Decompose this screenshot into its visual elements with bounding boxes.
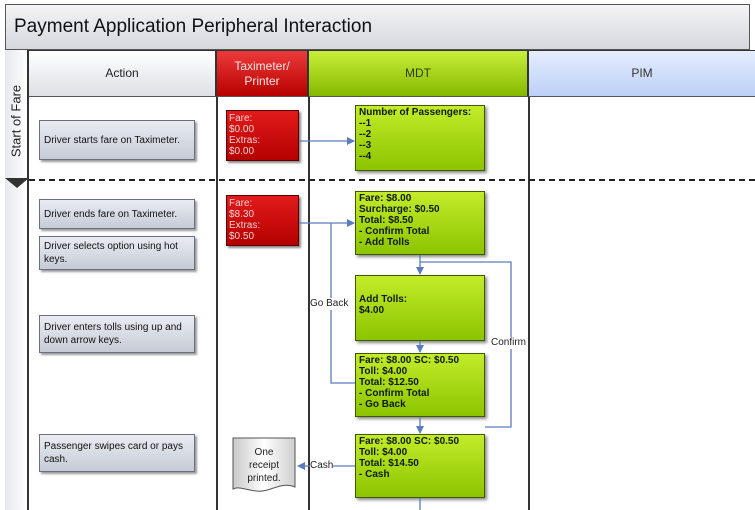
- mdt-line: Add Tolls:: [359, 294, 408, 305]
- phase-strip: [5, 50, 29, 510]
- taximeter-display: Fare: $0.00 Extras: $0.00: [226, 110, 299, 161]
- mdt-line: - Go Back: [359, 399, 406, 410]
- receipt-line: printed.: [247, 473, 281, 484]
- mdt-line: Total: $12.50: [359, 377, 419, 388]
- mdt-line: - Cash: [359, 469, 390, 480]
- mdt-screen-add-tolls: Add Tolls: $4.00: [355, 275, 485, 341]
- mdt-line: Surcharge: $0.50: [359, 204, 440, 215]
- mdt-line: Fare: $8.00: [359, 193, 412, 204]
- taximeter-line: $0.00: [229, 146, 255, 157]
- receipt-line: receipt: [248, 460, 279, 471]
- lane-separator: [308, 97, 310, 510]
- mdt-line: Toll: $4.00: [359, 366, 408, 377]
- mdt-line: Fare: $8.00 SC: $0.50: [359, 355, 460, 366]
- action-step: Driver ends fare on Taximeter.: [39, 199, 195, 229]
- action-step-text: Driver enters tolls using up and down ar…: [44, 322, 182, 346]
- lane-header-taximeter: Taximeter/ Printer: [217, 51, 309, 97]
- connector-go-back: [330, 223, 355, 384]
- action-step-text: Passenger swipes card or pays cash.: [44, 441, 183, 465]
- title-bar: Payment Application Peripheral Interacti…: [5, 4, 750, 50]
- mdt-line: --2: [359, 129, 372, 140]
- mdt-line: --4: [359, 151, 372, 162]
- mdt-line: - Confirm Total: [359, 226, 430, 237]
- taximeter-line: $8.30: [229, 209, 255, 220]
- connector-label-confirm: Confirm: [491, 337, 527, 349]
- mdt-line: --1: [359, 118, 372, 129]
- connector-label-go-back: Go Back: [310, 298, 349, 310]
- lane-separator: [216, 97, 218, 510]
- taximeter-line: Fare:: [229, 113, 253, 124]
- lane-header-action: Action: [29, 51, 217, 97]
- taximeter-line: $0.50: [229, 231, 255, 242]
- action-step-text: Driver starts fare on Taximeter.: [44, 134, 180, 146]
- diagram-title: Payment Application Peripheral Interacti…: [14, 16, 373, 37]
- receipt-line: One: [254, 447, 274, 458]
- mdt-line: $4.00: [359, 305, 385, 316]
- receipt-text: One receipt printed.: [232, 446, 296, 485]
- mdt-screen-toll-total: Fare: $8.00 SC: $0.50 Toll: $4.00 Total:…: [355, 353, 485, 417]
- action-step-text: Driver ends fare on Taximeter.: [44, 208, 178, 220]
- mdt-line: Number of Passengers:: [359, 107, 472, 118]
- action-step-text: Driver selects option using hot keys.: [44, 241, 178, 265]
- taximeter-line: Fare:: [229, 198, 253, 209]
- lane-separator: [528, 97, 530, 510]
- action-step: Passenger swipes card or pays cash.: [39, 434, 195, 472]
- lane-header-pim: PIM: [529, 51, 755, 97]
- mdt-line: Fare: $8.00 SC: $0.50: [359, 436, 460, 447]
- phase-divider-notch: [5, 178, 29, 188]
- phase-divider: [29, 179, 755, 181]
- mdt-line: Total: $14.50: [359, 458, 419, 469]
- lane-header-mdt: MDT: [309, 51, 529, 97]
- document-shape-icon: [232, 437, 296, 492]
- mdt-screen-passengers: Number of Passengers: --1 --2 --3 --4: [355, 105, 485, 171]
- mdt-line: Total: $8.50: [359, 215, 414, 226]
- action-step: Driver starts fare on Taximeter.: [39, 120, 195, 160]
- mdt-line: - Confirm Total: [359, 388, 430, 399]
- mdt-screen-payment: Fare: $8.00 SC: $0.50 Toll: $4.00 Total:…: [355, 434, 485, 498]
- action-step: Driver selects option using hot keys.: [39, 236, 195, 270]
- taximeter-line: $0.00: [229, 124, 255, 135]
- receipt-document: One receipt printed.: [232, 437, 296, 497]
- taximeter-line: Extras:: [229, 135, 261, 146]
- mdt-line: Toll: $4.00: [359, 447, 408, 458]
- taximeter-display: Fare: $8.30 Extras: $0.50: [226, 195, 299, 246]
- connector-label-cash: Cash: [310, 460, 334, 472]
- action-step: Driver enters tolls using up and down ar…: [39, 315, 195, 353]
- mdt-line: --3: [359, 140, 372, 151]
- mdt-screen-fare-total: Fare: $8.00 Surcharge: $0.50 Total: $8.5…: [355, 191, 485, 255]
- taximeter-line: Extras:: [229, 220, 261, 231]
- mdt-line: - Add Tolls: [359, 237, 410, 248]
